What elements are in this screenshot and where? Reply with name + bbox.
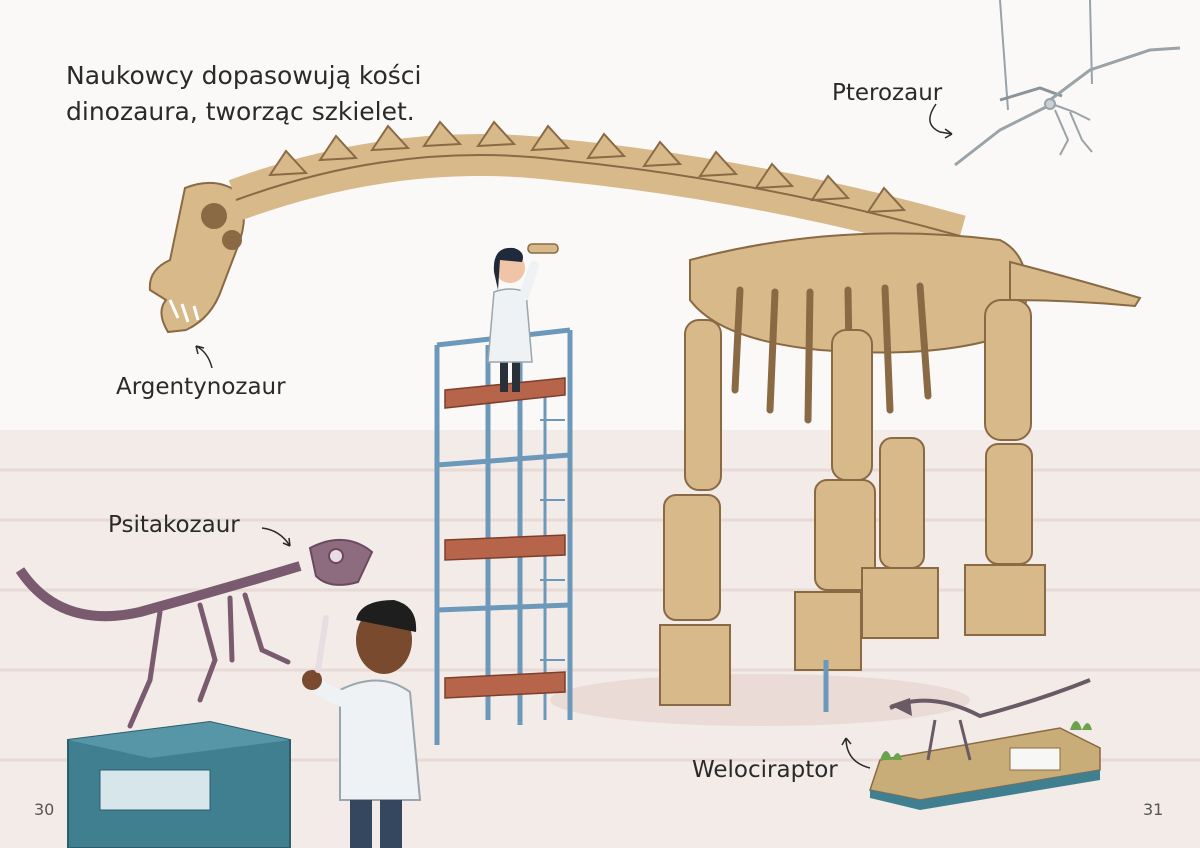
scientist-with-bone [302,600,422,848]
label-psittacosaurus: Psitakozaur [108,512,240,538]
label-argentinosaurus: Argentynozaur [116,374,286,400]
label-arrows [195,103,953,769]
argentinosaurus-skeleton [148,120,1142,706]
pterosaur-skeleton [954,0,1181,167]
label-pterosaur: Pterozaur [832,80,943,106]
display-plinth [67,720,291,848]
caption-line-2: dinozaura, tworząc szkielet. [66,97,415,126]
page-number-left: 30 [34,800,55,819]
page-number-right: 31 [1143,800,1164,819]
scientist-on-scaffold [487,243,559,392]
caption-line-1: Naukowcy dopasowują kości [66,61,422,90]
velociraptor-display [869,678,1101,810]
psittacosaurus-skeleton [15,538,374,729]
scaffold-planks [444,377,566,699]
caption-text: Naukowcy dopasowują kości dinozaura, two… [66,58,486,130]
label-velociraptor: Welociraptor [692,757,838,783]
